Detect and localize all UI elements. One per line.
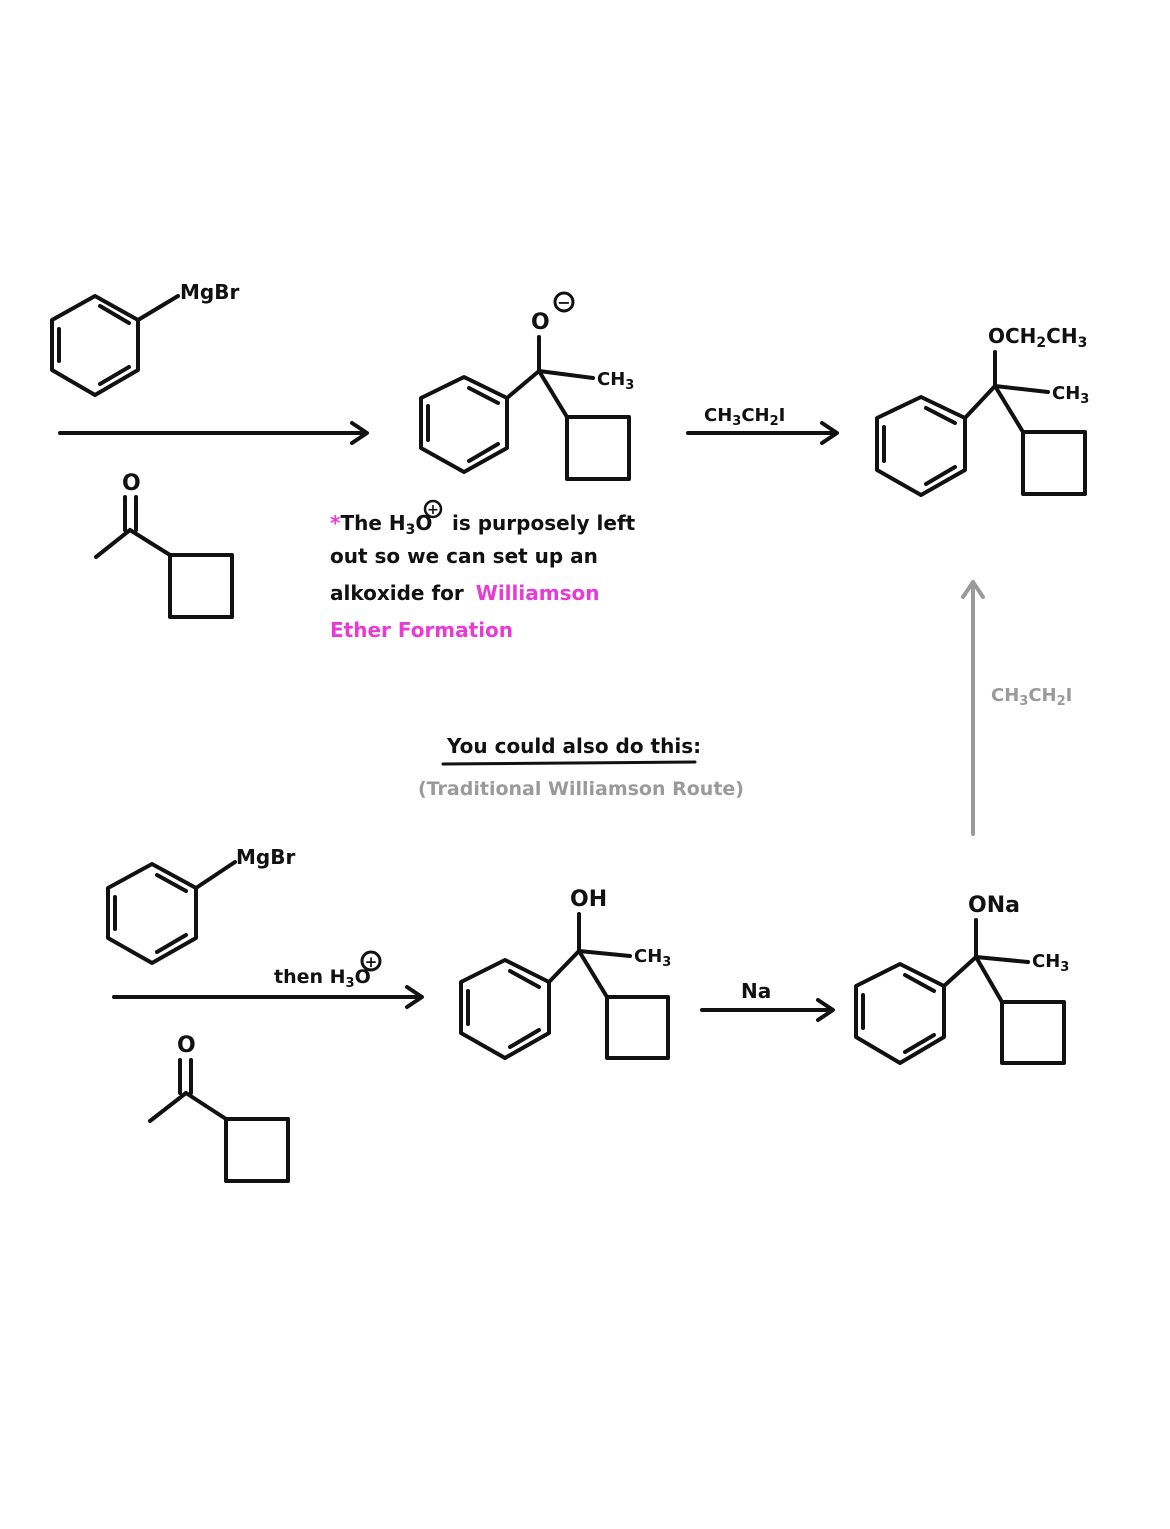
ring-bond <box>128 528 172 557</box>
aromatic-bond <box>155 933 188 954</box>
positive-charge-sign: + <box>427 502 439 518</box>
c-mg-bond <box>136 294 180 322</box>
alkoxide-intermediate: O − CH3 <box>419 291 634 481</box>
cyclobutane-ring <box>1021 430 1087 496</box>
benzene-ring <box>854 962 946 1065</box>
acid-workup-label: then H3O <box>274 966 371 991</box>
c-methyl-bond <box>537 369 595 380</box>
ethyl-iodide-label-top: CH3CH2I <box>704 405 785 429</box>
ether-product: OCH2CH3 CH3 <box>875 324 1089 497</box>
c-methyl-bond <box>974 955 1030 964</box>
reaction-arrow-4 <box>700 998 835 1022</box>
methyl-label: CH3 <box>634 946 671 970</box>
benzene-ring <box>875 395 967 497</box>
c-cyclobutyl-bond <box>974 955 1004 1004</box>
aromatic-bond <box>903 1033 936 1054</box>
positive-charge-sign: + <box>365 953 378 971</box>
benzene-ring <box>419 375 509 474</box>
c-methyl-bond <box>577 949 632 958</box>
alternative-heading: You could also do this: (Traditional Wil… <box>418 734 744 800</box>
aromatic-bond <box>903 973 936 993</box>
phenyl-grignard-top: MgBr <box>50 280 239 397</box>
c-mg-bond <box>194 860 237 890</box>
c-phenyl-bond <box>963 384 997 420</box>
c-phenyl-bond <box>547 949 581 984</box>
alternative-title: You could also do this: <box>446 734 701 758</box>
aromatic-bond <box>155 873 188 893</box>
c-cyclobutyl-bond <box>577 949 609 999</box>
cyclobutane-ring <box>565 415 631 481</box>
note-line-1-tail: is purposely left <box>452 511 636 535</box>
benzene-ring <box>106 862 198 965</box>
mgbr-label: MgBr <box>180 280 239 304</box>
alternative-subtitle: (Traditional Williamson Route) <box>418 778 744 800</box>
c-cyclobutyl-bond <box>993 384 1025 434</box>
ethoxy-label: OCH2CH3 <box>988 324 1087 351</box>
aromatic-bond <box>98 365 131 386</box>
cyclobutyl-methyl-ketone-bottom: O <box>148 1033 290 1183</box>
positive-charge-circle <box>360 950 382 972</box>
c-cyclobutyl-bond <box>537 369 569 419</box>
tertiary-alcohol: OH CH3 <box>459 887 671 1060</box>
methyl-label: CH3 <box>1032 951 1069 975</box>
positive-charge-circle <box>423 499 443 519</box>
upward-arrow <box>961 580 985 836</box>
methyl-label: CH3 <box>597 369 634 393</box>
aromatic-bond <box>467 442 500 463</box>
aromatic-bond <box>98 304 131 325</box>
aromatic-bond <box>467 386 500 405</box>
alkoxide-oxygen-label: O <box>531 310 550 335</box>
reaction-arrow-3 <box>112 985 424 1009</box>
benzene-ring <box>459 958 551 1060</box>
cyclobutyl-methyl-ketone-top: O <box>94 471 234 619</box>
phenyl-grignard-bottom: MgBr <box>106 845 295 965</box>
reaction-arrow-1 <box>58 421 369 445</box>
cyclobutane-ring <box>168 553 234 619</box>
negative-charge-circle <box>553 291 575 313</box>
aromatic-bond <box>924 406 957 425</box>
methyl-bond <box>94 528 132 559</box>
carbonyl-oxygen-label: O <box>122 471 141 496</box>
hydroxyl-label: OH <box>570 887 607 912</box>
aromatic-bond <box>924 465 957 486</box>
sodium-alkoxide-label: ONa <box>968 893 1020 918</box>
methyl-label: CH3 <box>1052 383 1089 407</box>
cyclobutane-ring <box>605 995 670 1060</box>
c-phenyl-bond <box>505 369 541 400</box>
ethyl-iodide-label-side: CH3CH2I <box>991 685 1072 709</box>
aromatic-bond <box>508 969 541 989</box>
note-line-2: out so we can set up an <box>330 544 598 568</box>
negative-charge-sign: − <box>557 293 570 312</box>
sodium-alkoxide: ONa CH3 <box>854 893 1069 1065</box>
c-phenyl-bond <box>942 955 978 988</box>
ring-bond <box>184 1091 228 1121</box>
cyclobutane-ring <box>1000 1000 1066 1065</box>
note-line-1: *The H3O <box>330 511 432 538</box>
c-methyl-bond <box>993 384 1050 394</box>
methyl-bond <box>148 1091 188 1123</box>
title-underline <box>441 760 697 766</box>
note-line-4: Ether Formation <box>330 618 513 642</box>
reaction-arrow-2 <box>686 421 839 445</box>
cyclobutane-ring <box>224 1117 290 1183</box>
mgbr-label: MgBr <box>236 845 295 869</box>
carbonyl-oxygen-label: O <box>177 1033 196 1058</box>
benzene-ring <box>50 294 140 397</box>
aromatic-bond <box>508 1028 541 1049</box>
williamson-note: *The H3O + is purposely left out so we c… <box>330 499 636 642</box>
sodium-label: Na <box>741 979 771 1003</box>
